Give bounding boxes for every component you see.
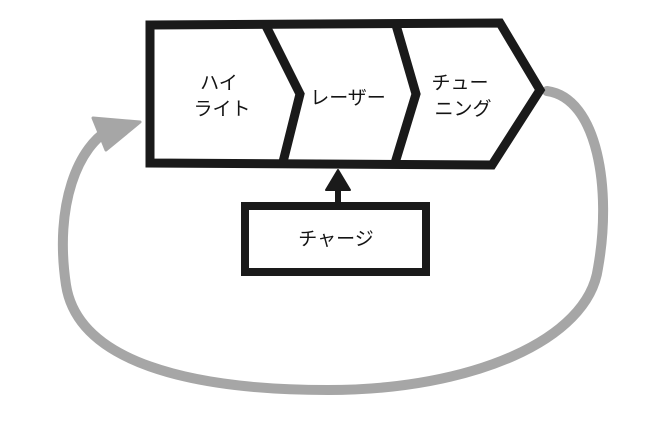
feedback-loop-arrowhead-icon — [91, 116, 142, 152]
stage-label-laser: レーザー — [310, 87, 386, 109]
stage-divider-1 — [261, 23, 305, 164]
charge-box — [241, 202, 430, 276]
stage-label-highlight: ハイ ライト — [193, 72, 250, 120]
charge-box-label: チャージ — [298, 228, 373, 250]
process-bar-outline — [145, 18, 546, 170]
feedback-loop-arrow — [57, 86, 609, 396]
charge-arrowhead-icon — [325, 169, 351, 191]
stage-divider-2 — [390, 23, 421, 165]
stage-label-tuning: チュー ニング — [431, 72, 494, 120]
